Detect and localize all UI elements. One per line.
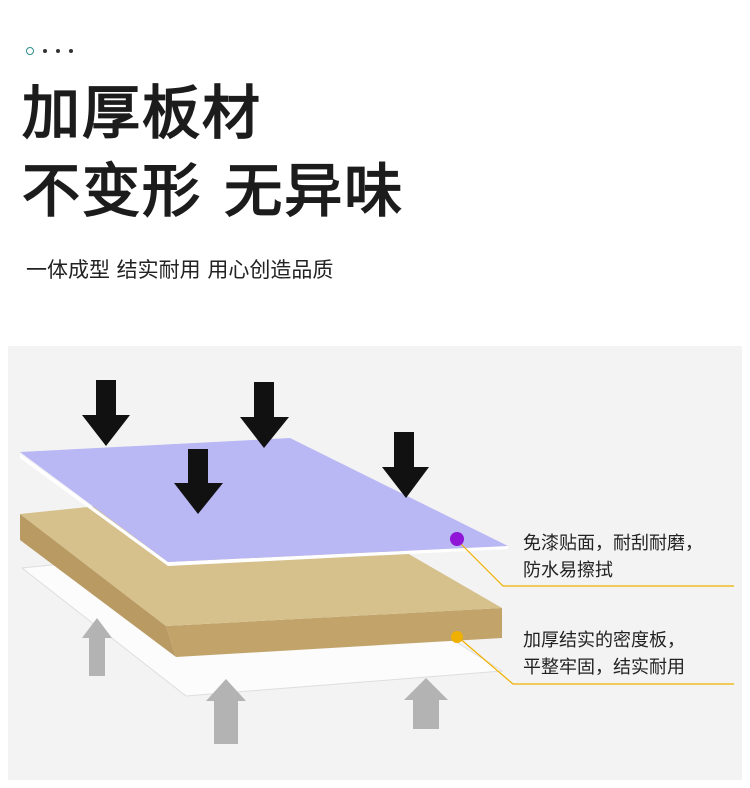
- support-arrow-icon: [404, 678, 448, 729]
- board-side-front: [166, 608, 502, 657]
- dot-icon: [43, 49, 47, 53]
- board-layers-illustration: [8, 346, 742, 780]
- headline-line-1: 加厚板材: [22, 79, 263, 147]
- callout-board: 加厚结实的密度板， 平整牢固，结实耐用: [523, 627, 685, 681]
- press-arrow-icon: [174, 449, 223, 514]
- callout-line-board: [457, 636, 734, 685]
- ring-dot-icon: [26, 47, 34, 55]
- board-layers-svg: [20, 380, 734, 744]
- callout-veneer: 免漆贴面，耐刮耐磨， 防水易擦拭: [523, 530, 703, 584]
- subheadline: 一体成型 结实耐用 用心创造品质: [26, 258, 334, 282]
- board-marker-dot-icon: [451, 631, 463, 643]
- press-arrow-icon: [382, 432, 429, 498]
- decorative-dots: [26, 46, 73, 56]
- dot-icon: [69, 49, 73, 53]
- dot-icon: [56, 49, 60, 53]
- headline-line-2: 不变形 无异味: [22, 157, 405, 225]
- press-arrow-icon: [82, 380, 130, 446]
- callout-veneer-line-1: 免漆贴面，耐刮耐磨，: [523, 533, 703, 554]
- support-arrow-icon: [206, 679, 246, 744]
- board-side-left: [20, 514, 176, 657]
- veneer-layer: [20, 438, 508, 562]
- support-arrow-icon: [82, 618, 112, 676]
- callout-line-veneer: [455, 538, 734, 587]
- veneer-marker-dot-icon: [450, 532, 464, 546]
- callout-board-line-1: 加厚结实的密度板，: [523, 630, 685, 651]
- press-arrow-icon: [240, 382, 289, 448]
- callout-veneer-line-2: 防水易擦拭: [523, 560, 613, 581]
- callout-board-line-2: 平整牢固，结实耐用: [523, 657, 685, 678]
